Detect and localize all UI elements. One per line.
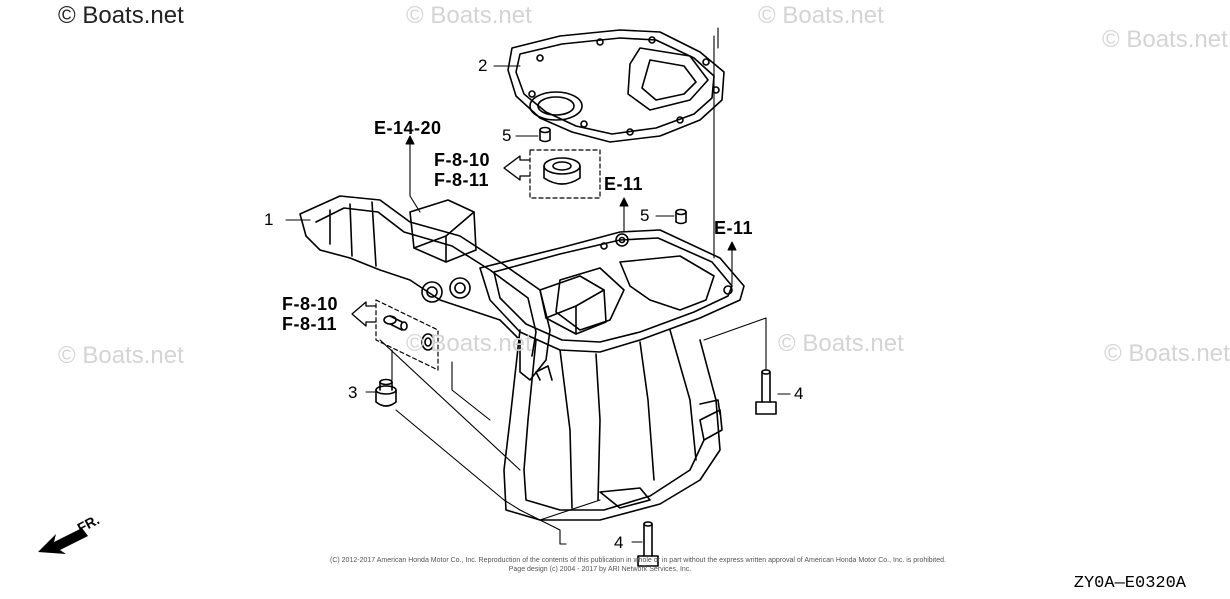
reference-arrows [405, 135, 737, 251]
watermark-top-right: © Boats.net [758, 2, 884, 29]
callout-part-4-bottom: 4 [614, 533, 624, 552]
ref-f-8-11-upper[interactable]: F-8-11 [434, 170, 490, 190]
ref-e-11-right[interactable]: E-11 [714, 218, 754, 238]
copyright-line-1: (C) 2012-2017 American Honda Motor Co., … [330, 557, 946, 564]
drain-bolt-and-washer [375, 299, 439, 371]
gasket-part-2 [507, 29, 725, 143]
callout-part-1: 1 [264, 210, 274, 229]
leader-lines [285, 27, 791, 545]
bolt-part-4-bottom [637, 521, 659, 567]
dowel-pin-part-5-upper [539, 126, 551, 143]
hollow-arrow-lower [351, 301, 377, 327]
ref-f-8-10-lower[interactable]: F-8-10 [282, 294, 339, 314]
watermark-mid-left: © Boats.net [58, 342, 184, 369]
bolt-part-4-right [755, 369, 777, 415]
callout-part-4-right: 4 [794, 384, 804, 403]
ref-e-14-20[interactable]: E-14-20 [374, 118, 442, 138]
diagram-code: ZY0A—E0320A [1073, 574, 1186, 593]
oil-seal [529, 149, 601, 199]
hollow-arrow-upper [503, 155, 531, 181]
callout-part-2: 2 [478, 56, 488, 75]
drain-plug-part-3 [375, 378, 397, 407]
copyright-line-2: Page design (c) 2004 - 2017 by ARI Netwo… [508, 566, 692, 573]
oil-case-part-1 [299, 195, 745, 521]
dowel-pin-part-5-lower [675, 208, 687, 225]
watermark-top-left: © Boats.net [58, 2, 184, 29]
watermark-mid-far-right: © Boats.net [1104, 340, 1230, 367]
ref-f-8-10-upper[interactable]: F-8-10 [434, 150, 491, 170]
watermark-top-center: © Boats.net [406, 2, 532, 29]
copyright-notice: (C) 2012-2017 American Honda Motor Co., … [330, 556, 946, 574]
callout-part-5-upper: 5 [502, 126, 512, 145]
watermark-mid-right: © Boats.net [778, 330, 904, 357]
callout-part-5-lower: 5 [640, 206, 650, 225]
callout-part-3: 3 [348, 383, 358, 402]
watermark-mid-center: © Boats.net [406, 330, 532, 357]
ref-f-8-11-lower[interactable]: F-8-11 [282, 314, 338, 334]
ref-e-11-upper[interactable]: E-11 [604, 174, 644, 194]
parts-diagram [38, 27, 791, 567]
forward-direction-arrow [38, 528, 88, 554]
watermark-far-right: © Boats.net [1102, 26, 1228, 53]
